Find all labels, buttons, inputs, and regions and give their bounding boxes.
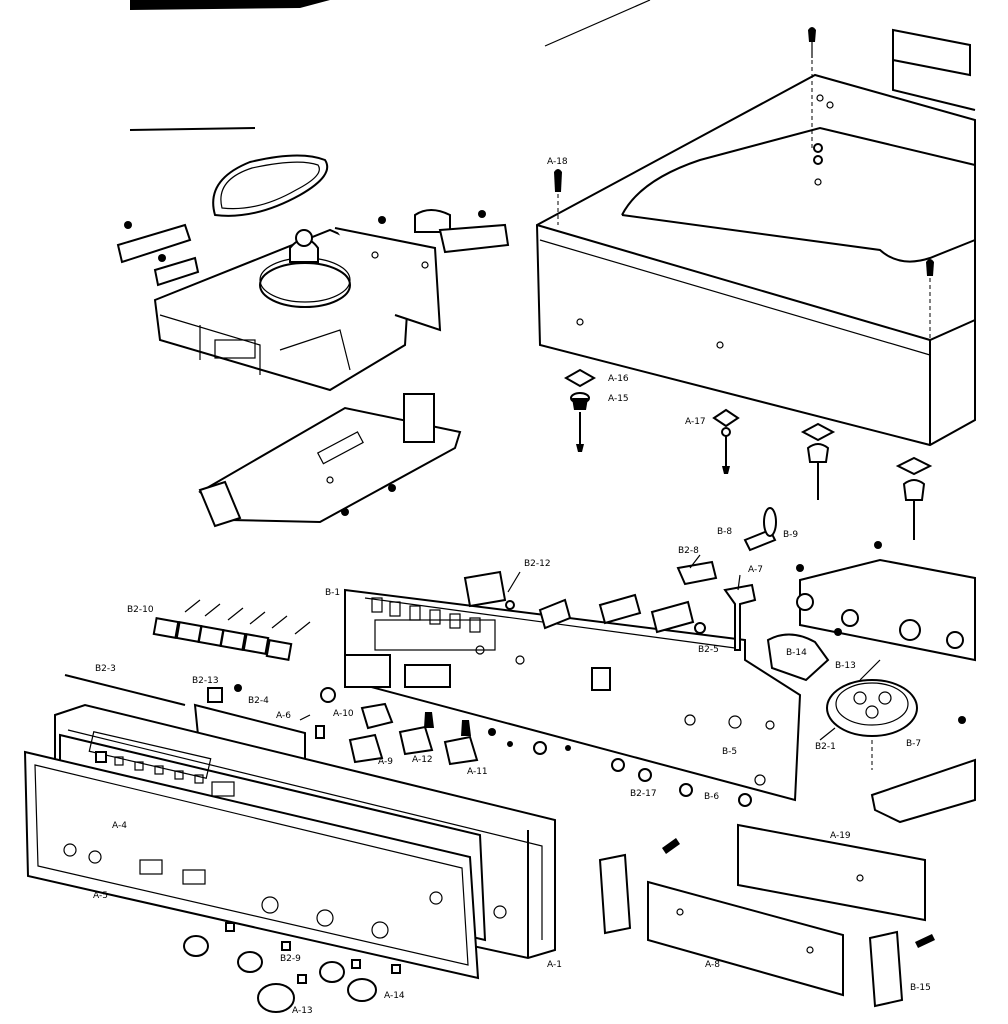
label-A-10: A-10	[333, 709, 354, 719]
label-A-14: A-14	[384, 991, 405, 1001]
cabinet-screw-top	[808, 27, 823, 165]
label-A-16: A-16	[608, 374, 629, 384]
label-A-7: A-7	[748, 565, 763, 575]
label-B2-12: B2-12	[524, 559, 551, 569]
label-B2-17: B2-17	[630, 789, 657, 799]
label-B-15: B-15	[910, 983, 931, 993]
label-A-13: A-13	[292, 1006, 313, 1016]
label-B2-4: B2-4	[248, 696, 269, 706]
label-B-5: B-5	[722, 747, 737, 757]
sliders-b2-10	[152, 599, 311, 661]
scan-artifact-line	[129, 127, 256, 131]
panel-a19	[737, 823, 926, 922]
label-B-14: B-14	[786, 648, 807, 658]
label-A-11: A-11	[467, 767, 488, 777]
label-B-13: B-13	[835, 661, 856, 671]
part-labels: A-1 A-4 A-5 A-6 A-7 A-8 A-9 A-10 A-11 A-…	[93, 157, 931, 1016]
label-B-8: B-8	[717, 527, 732, 537]
bracket-left	[116, 221, 200, 287]
scan-artifact-top	[130, 0, 330, 10]
knobs	[183, 922, 401, 1013]
label-A-15: A-15	[608, 394, 629, 404]
bracket-b15	[868, 930, 935, 1008]
label-A-17: A-17	[685, 417, 706, 427]
switches-a9-a12-a11	[315, 687, 479, 766]
tape-mechanism	[153, 227, 442, 392]
faceplate-a5	[23, 750, 480, 980]
label-B-9: B-9	[783, 530, 798, 540]
cabinet-screw-right	[926, 259, 934, 340]
label-B2-9: B2-9	[280, 954, 301, 964]
label-B-7: B-7	[906, 739, 921, 749]
label-A-19: A-19	[830, 831, 851, 841]
label-A-4: A-4	[112, 821, 127, 831]
circuit-board	[198, 393, 462, 528]
switch-b2-12	[463, 570, 706, 634]
bracket-a7	[723, 583, 757, 651]
bracket-left-bottom	[598, 838, 680, 935]
label-A-9: A-9	[378, 757, 393, 767]
label-A-5: A-5	[93, 891, 108, 901]
label-B2-1: B2-1	[815, 742, 836, 752]
chassis-right	[796, 541, 976, 662]
chassis-panel-b1	[344, 588, 802, 802]
label-A-1: A-1	[547, 960, 562, 970]
rod-b2-3	[64, 674, 186, 706]
leader-lines	[299, 554, 881, 741]
foot-right	[895, 456, 933, 540]
cabinet	[535, 28, 976, 447]
label-B2-10: B2-10	[127, 605, 154, 615]
foot-middle	[800, 422, 836, 500]
bracket-b2-8	[676, 560, 718, 586]
label-A-18: A-18	[547, 157, 568, 167]
label-A-12: A-12	[412, 755, 433, 765]
small-parts-chassis	[488, 728, 752, 807]
drive-belt	[212, 154, 329, 217]
label-A-8: A-8	[705, 960, 720, 970]
clamp-part	[378, 209, 510, 254]
label-B2-8: B2-8	[678, 546, 699, 556]
label-B2-5: B2-5	[698, 645, 719, 655]
panel-a8	[647, 880, 844, 997]
scan-artifact-diag	[544, 0, 651, 47]
bracket-lower-right	[870, 716, 976, 824]
foot-a17	[712, 408, 740, 474]
pulley-b7	[826, 679, 918, 770]
label-B2-3: B2-3	[95, 664, 116, 674]
label-A-6: A-6	[276, 711, 291, 721]
part-b8-b9	[743, 507, 777, 552]
foot-a16-a15	[563, 368, 597, 452]
part-b14	[766, 628, 842, 682]
screw-a18	[554, 169, 562, 225]
label-B2-13: B2-13	[192, 676, 219, 686]
label-B-6: B-6	[704, 792, 719, 802]
label-B-1: B-1	[325, 588, 340, 598]
